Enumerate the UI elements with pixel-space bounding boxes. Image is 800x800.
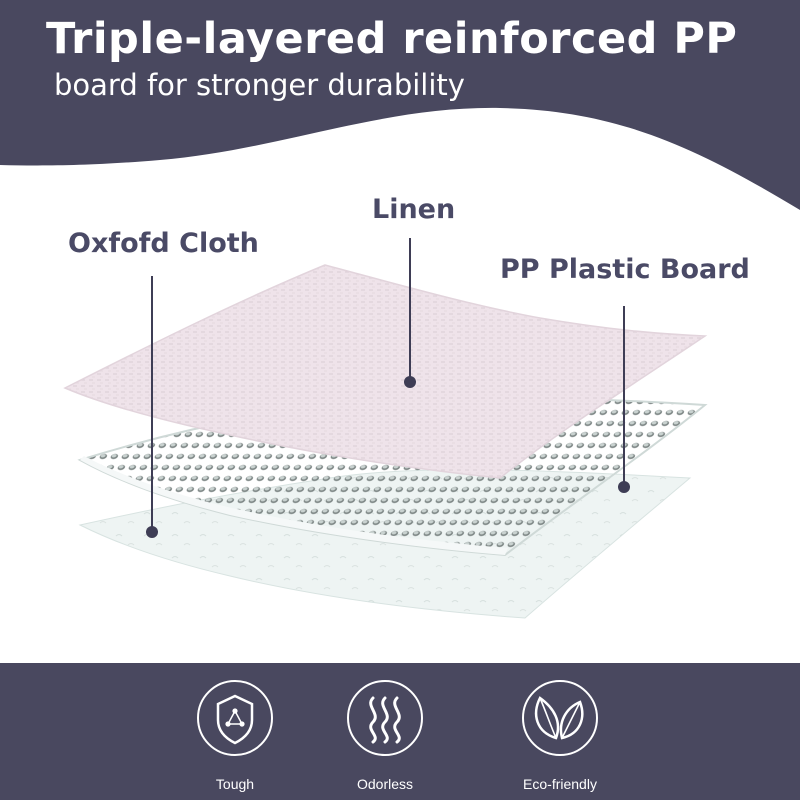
label-oxford-cloth: Oxfofd Cloth bbox=[68, 228, 259, 259]
label-pp-plastic-board: PP Plastic Board bbox=[500, 254, 750, 285]
page-subtitle: board for stronger durability bbox=[54, 68, 465, 102]
board-leader-dot bbox=[618, 481, 630, 493]
leader-lines bbox=[146, 238, 630, 538]
layer-linen bbox=[63, 264, 708, 479]
feature-label-odorless: Odorless bbox=[356, 776, 414, 792]
page-title: Triple-layered reinforced PP bbox=[46, 14, 738, 64]
label-linen: Linen bbox=[372, 194, 456, 225]
linen-leader-dot bbox=[404, 376, 416, 388]
feature-label-tough: Tough bbox=[215, 776, 255, 792]
leaves-icon bbox=[522, 680, 598, 756]
shield-icon bbox=[197, 680, 273, 756]
cloth-leader-dot bbox=[146, 526, 158, 538]
header-band bbox=[0, 0, 800, 210]
feature-label-eco-friendly: Eco-friendly bbox=[523, 776, 597, 792]
steam-waves-icon bbox=[347, 680, 423, 756]
footer-band bbox=[0, 663, 800, 800]
layer-board-edge bbox=[80, 456, 508, 555]
